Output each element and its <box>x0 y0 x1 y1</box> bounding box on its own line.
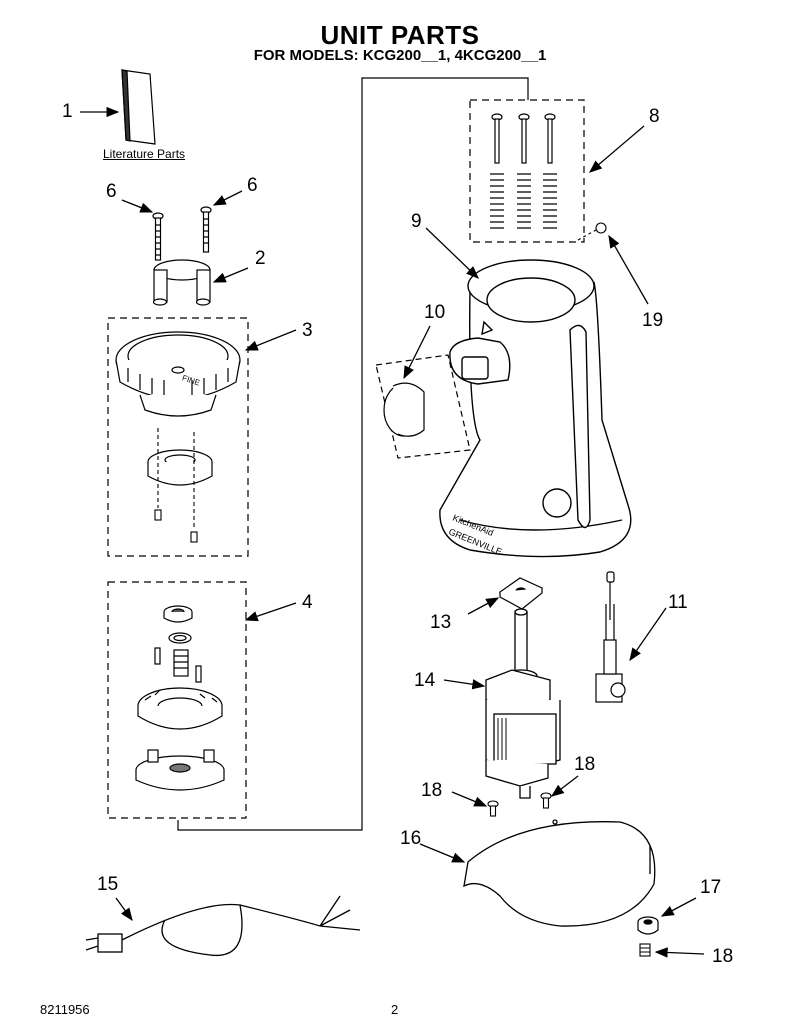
literature-parts-booklet <box>121 69 156 145</box>
callout-2: 2 <box>255 248 266 269</box>
callout-1: 1 <box>62 101 73 122</box>
rods-and-springs <box>490 113 557 229</box>
burr-ring-lower <box>147 449 213 486</box>
leader-3 <box>244 329 297 351</box>
page-number: 2 <box>391 1002 399 1017</box>
leader-2 <box>212 267 249 283</box>
coupling-pad <box>498 577 544 610</box>
leader-6-left <box>121 199 154 213</box>
callout-3: 3 <box>302 320 313 341</box>
leader-10 <box>403 325 431 380</box>
kit-3-box <box>107 317 249 557</box>
burr-bracket-part <box>152 259 211 306</box>
kit-4-box <box>107 581 247 819</box>
kit-8-box <box>469 99 585 243</box>
leader-15 <box>115 897 133 922</box>
callout-6-left: 6 <box>106 181 117 202</box>
leader-9 <box>425 227 479 279</box>
screw-6-right <box>200 206 212 253</box>
callout-6-right: 6 <box>247 175 258 196</box>
literature-parts-label: Literature Parts <box>103 147 186 161</box>
leader-4 <box>244 602 297 622</box>
leader-6-right <box>212 190 243 206</box>
callout-13: 13 <box>430 612 452 633</box>
callout-4: 4 <box>302 592 313 613</box>
leader-17 <box>660 897 697 917</box>
callout-17: 17 <box>700 877 722 898</box>
power-cord <box>85 895 361 957</box>
foot-screw <box>639 943 651 957</box>
page-title: UNIT PARTS <box>320 20 480 50</box>
document-number: 8211956 <box>40 1002 90 1017</box>
kit-3-screws <box>154 428 198 543</box>
callout-14: 14 <box>414 670 436 691</box>
leader-18-bottom <box>654 947 705 958</box>
models-subtitle: FOR MODELS: KCG200__1, 4KCG200__1 <box>253 47 547 64</box>
motor-assembly <box>485 608 561 799</box>
kit-4-burr-parts <box>135 605 225 791</box>
callout-10: 10 <box>424 302 446 323</box>
callout-19: 19 <box>642 310 664 331</box>
base-plate <box>463 819 656 927</box>
callout-15: 15 <box>97 874 119 895</box>
leader-18-left <box>451 791 488 807</box>
leader-19 <box>608 234 649 305</box>
motor-screws <box>487 792 552 817</box>
rubber-foot <box>637 916 659 935</box>
callout-18-left: 18 <box>421 780 443 801</box>
callout-18-bottom: 18 <box>712 946 734 967</box>
leader-11 <box>629 607 667 662</box>
assembly-connector-line <box>177 77 529 831</box>
screw-19 <box>577 222 607 241</box>
callout-8: 8 <box>649 106 660 127</box>
leader-14 <box>443 679 486 690</box>
leader-8 <box>589 125 645 173</box>
leader-18-right <box>550 775 579 797</box>
burr-ring-upper <box>115 331 241 417</box>
callout-18-right: 18 <box>574 754 596 775</box>
callout-11: 11 <box>668 592 688 613</box>
callout-16: 16 <box>400 828 422 849</box>
switch-assembly <box>595 571 626 703</box>
grinder-housing <box>439 259 632 558</box>
leader-16 <box>419 843 466 863</box>
screw-6-left <box>152 212 164 261</box>
leader-13 <box>467 597 500 615</box>
control-knob-part <box>375 354 471 459</box>
callout-9: 9 <box>411 211 422 232</box>
